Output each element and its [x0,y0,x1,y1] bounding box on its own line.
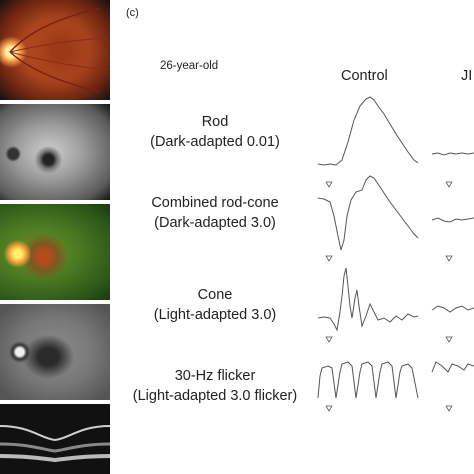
stimulus-marker-combined [325,255,333,262]
stimulus-marker-flicker [325,405,333,412]
condition-combined-setting: (Dark-adapted 3.0) [154,215,276,231]
condition-rod: Rod (Dark-adapted 0.01) [108,112,322,152]
condition-cone: Cone (Light-adapted 3.0) [108,285,322,325]
stimulus-marker-rod [325,181,333,188]
condition-flicker: 30-Hz flicker (Light-adapted 3.0 flicker… [108,366,322,406]
patient-rod-trace [431,152,474,156]
control-cone-trace [317,267,419,332]
condition-combined-name: Combined rod-cone [151,195,279,211]
condition-rod-setting: (Dark-adapted 0.01) [150,134,280,150]
stimulus-marker-cone [325,336,333,343]
condition-cone-name: Cone [197,287,233,303]
control-column-heading: Control [341,68,388,84]
oct-layers [0,425,110,463]
patient-stimulus-marker-cone [445,336,453,343]
condition-rod-name: Rod [201,114,229,130]
condition-cone-setting: (Light-adapted 3.0) [153,307,277,323]
condition-combined: Combined rod-cone (Dark-adapted 3.0) [108,193,322,233]
widefield-pseudocolor-fundus [0,204,110,300]
retinal-vessels [9,7,109,93]
patient-flicker-trace [431,361,474,373]
fundus-color-photo [0,0,110,100]
control-combined-trace [317,175,419,251]
oct-scan [0,404,110,474]
fundus-autofluorescence-closeup [0,304,110,400]
patient-column-heading: JI [461,68,473,84]
patient-stimulus-marker-flicker [445,405,453,412]
panel-label: (c) [126,7,139,19]
fundus-autofluorescence [0,104,110,200]
patient-stimulus-marker-rod [445,181,453,188]
patient-cone-trace [431,305,474,313]
patient-stimulus-marker-combined [445,255,453,262]
control-rod-trace [317,96,419,166]
condition-flicker-name: 30-Hz flicker [174,368,256,384]
patient-age-label: 26-year-old [160,60,219,72]
condition-flicker-setting: (Light-adapted 3.0 flicker) [132,388,298,404]
control-flicker-trace [317,361,419,399]
patient-combined-trace [431,217,474,223]
